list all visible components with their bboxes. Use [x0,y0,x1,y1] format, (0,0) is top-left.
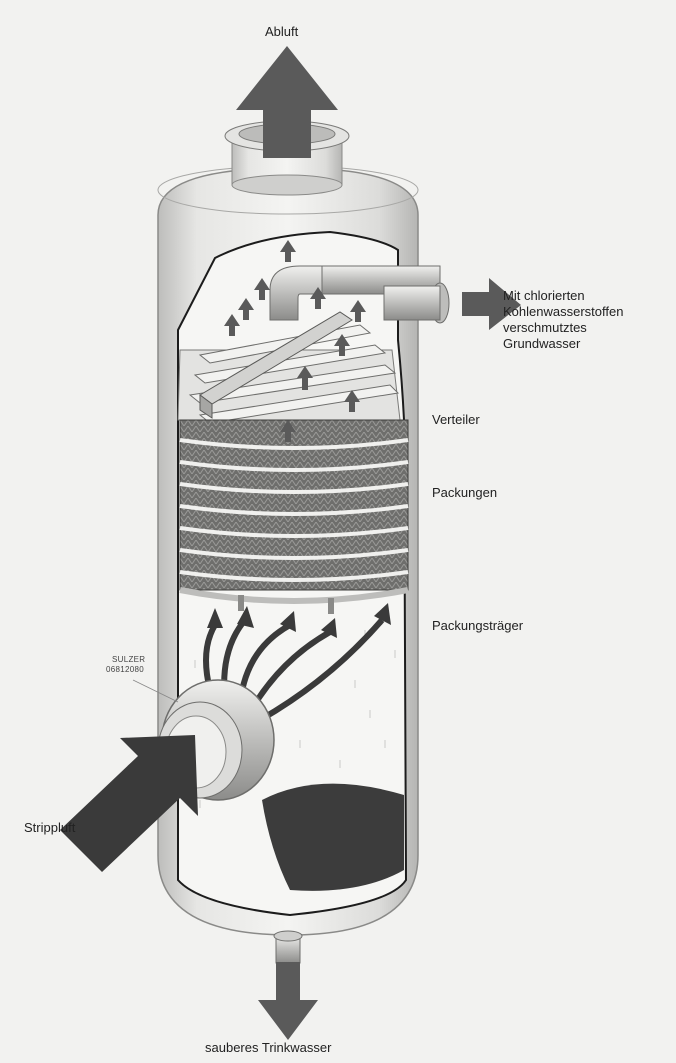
label-inlet-line-4: Grundwasser [503,336,580,352]
label-code: 06812080 [106,665,144,674]
label-inlet-line-1: Mit chlorierten [503,288,585,304]
packing-stack [180,420,408,601]
label-maker: SULZER [112,655,145,664]
label-clean-water: sauberes Trinkwasser [205,1040,331,1056]
label-inlet-line-2: Kohlenwasserstoffen [503,304,623,320]
water-sump [262,784,404,891]
label-packing-support: Packungsträger [432,618,523,634]
label-exhaust: Abluft [265,24,298,40]
label-distributor: Verteiler [432,412,480,428]
label-strip-air: Strippluft [24,820,75,836]
bottom-outlet [258,931,318,1040]
label-inlet-line-3: verschmutztes [503,320,587,336]
label-packings: Packungen [432,485,497,501]
